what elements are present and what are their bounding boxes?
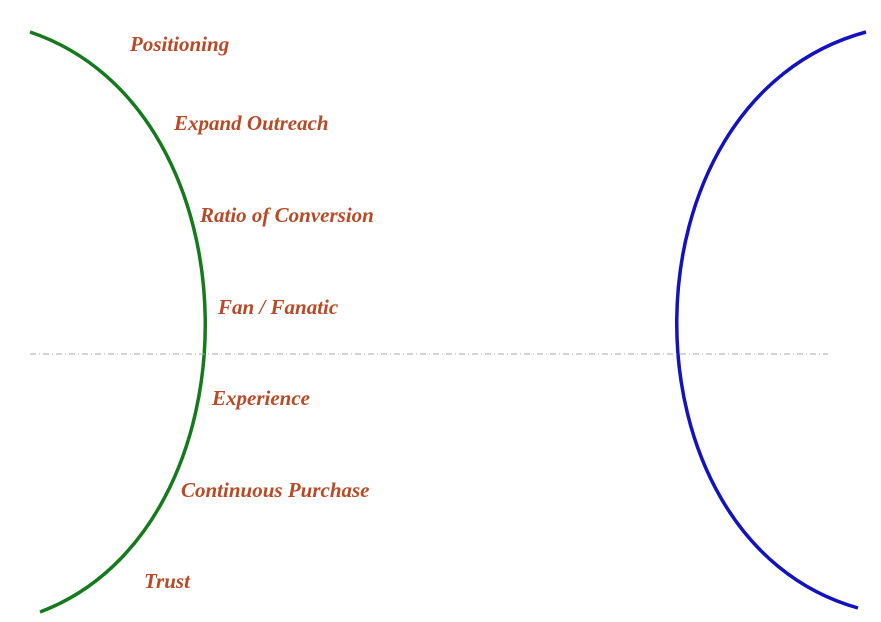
label-fan-fanatic: Fan / Fanatic — [217, 295, 339, 319]
label-ratio-of-conversion: Ratio of Conversion — [199, 203, 374, 227]
label-expand-outreach: Expand Outreach — [173, 111, 329, 135]
label-trust: Trust — [144, 569, 191, 593]
label-experience: Experience — [211, 386, 310, 410]
left-green-curve — [29, 30, 207, 614]
label-continuous-purchase: Continuous Purchase — [181, 478, 370, 502]
right-blue-curve — [675, 30, 867, 610]
label-positioning: Positioning — [129, 32, 229, 56]
